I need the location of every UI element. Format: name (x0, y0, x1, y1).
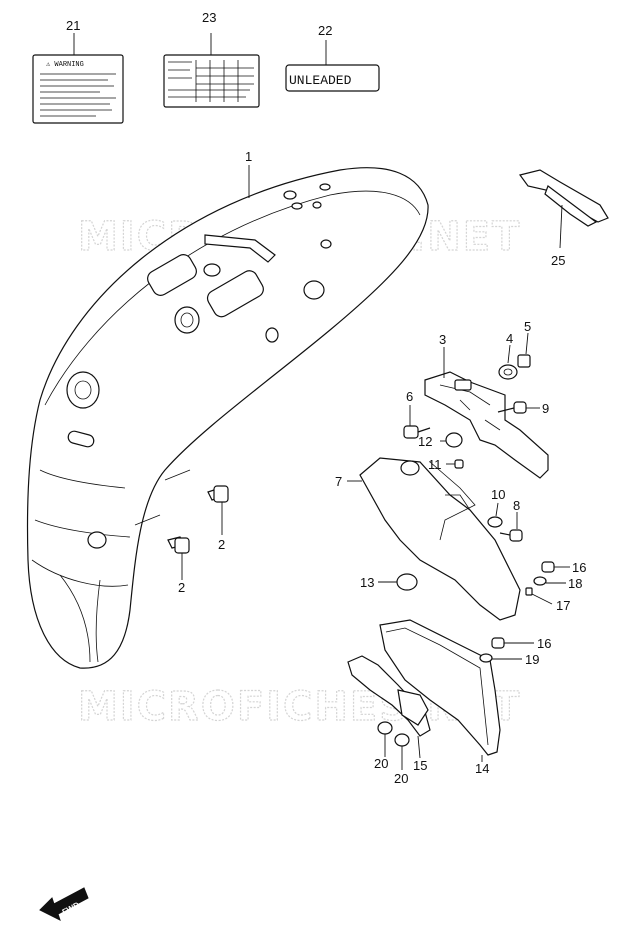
bolt-part-upper (207, 485, 229, 535)
callout-16-upper: 16 (572, 560, 586, 575)
callout-1: 1 (245, 149, 252, 164)
callout-17: 17 (556, 598, 570, 613)
callout-7: 7 (335, 474, 342, 489)
callout-21: 21 (66, 18, 80, 33)
callout-2-upper: 2 (218, 537, 225, 552)
callout-8: 8 (513, 498, 520, 513)
nut-part-11 (446, 459, 464, 469)
callout-6: 6 (406, 389, 413, 404)
bolt-part-9 (497, 401, 540, 414)
tool-pliers-part (518, 169, 609, 249)
inner-fender-part (347, 457, 521, 621)
washer-part-10 (487, 502, 503, 528)
callout-16-lower: 16 (537, 636, 551, 651)
callout-19: 19 (525, 652, 539, 667)
callout-23: 23 (202, 10, 216, 25)
callout-14: 14 (475, 761, 489, 776)
callout-4: 4 (506, 331, 513, 346)
bracket-part (424, 347, 549, 479)
collar-part (498, 344, 518, 380)
warning-header-text: ⚠ WARNING (46, 61, 84, 69)
nut-part-20-left (377, 721, 393, 757)
bolt-part-16-lower (491, 637, 534, 649)
warning-label-part: ⚠ WARNING (32, 33, 124, 124)
nut-part-12 (440, 432, 463, 448)
callout-9: 9 (542, 401, 549, 416)
unleaded-text: UNLEADED (289, 73, 352, 88)
bolt-part-16-upper (541, 561, 570, 573)
unleaded-label-part: UNLEADED (285, 40, 380, 92)
callout-11: 11 (428, 457, 442, 472)
bolt-part-lower (167, 536, 190, 580)
callout-3: 3 (439, 332, 446, 347)
flap-bracket-part (347, 655, 431, 759)
callout-2-lower: 2 (178, 580, 185, 595)
callout-20-left: 20 (374, 756, 388, 771)
callout-12: 12 (418, 434, 432, 449)
callout-18: 18 (568, 576, 582, 591)
bolt-part-8 (499, 512, 523, 542)
cap-part (517, 332, 531, 368)
mud-flap-part (379, 619, 501, 762)
callout-13: 13 (360, 575, 374, 590)
nut-part-13 (378, 573, 418, 591)
washer-part-18 (533, 576, 566, 586)
washer-part-19 (479, 653, 522, 663)
callout-15: 15 (413, 758, 427, 773)
nut-part-17 (525, 587, 553, 605)
callout-10: 10 (491, 487, 505, 502)
rear-fender-part (26, 165, 429, 669)
fwd-arrow-icon: FWD (39, 887, 89, 921)
info-label-part (163, 33, 260, 108)
callout-25: 25 (551, 253, 565, 268)
nut-part-20-right (394, 733, 410, 770)
callout-5: 5 (524, 319, 531, 334)
bolt-part-6 (403, 405, 431, 439)
callout-22: 22 (318, 23, 332, 38)
callout-20-right: 20 (394, 771, 408, 786)
